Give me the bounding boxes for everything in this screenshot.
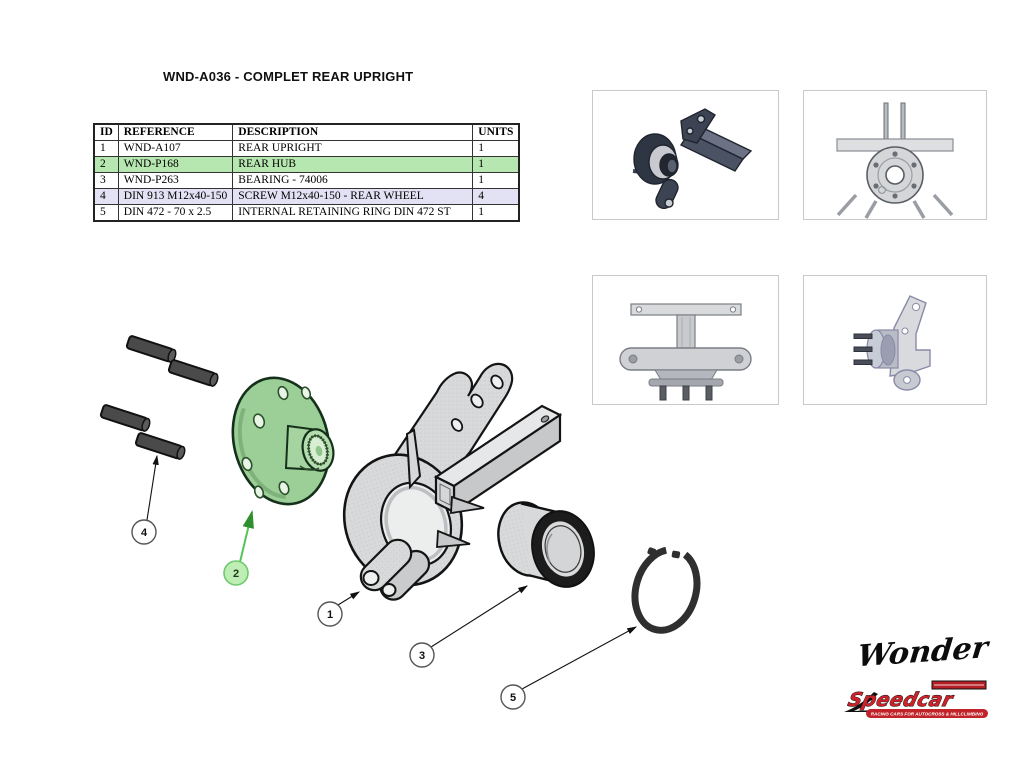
balloon-2: 2 xyxy=(223,560,249,586)
part-rear-hub xyxy=(231,376,335,506)
cell-reference: WND-P263 xyxy=(117,172,234,189)
leader-lines xyxy=(146,454,637,690)
bom-header-reference: REFERENCE xyxy=(117,123,234,141)
cell-units: 4 xyxy=(472,188,520,205)
leader-line-hub xyxy=(239,510,254,563)
cell-id: 1 xyxy=(93,140,119,157)
front-assembly-drawing xyxy=(619,303,752,401)
thumbnail-isometric-assembly-view xyxy=(592,90,779,220)
balloon-4: 4 xyxy=(131,519,157,545)
cell-id: 5 xyxy=(93,204,119,222)
hub-stud-holes xyxy=(241,385,312,499)
thumbnail-side-assembly-view xyxy=(803,275,987,405)
speedcar-logo: Speedcar RACING CARS FOR AUTOCROSS & HIL… xyxy=(844,680,988,718)
balloon-1-number: 1 xyxy=(327,609,333,621)
balloon-1: 1 xyxy=(317,601,343,627)
cell-id: 4 xyxy=(93,188,119,205)
assembly-side-sketch xyxy=(853,295,931,391)
wonder-logo-text: Wonder xyxy=(856,630,992,674)
cell-units: 1 xyxy=(472,172,520,189)
cell-description: INTERNAL RETAINING RING DIN 472 ST xyxy=(232,204,474,222)
speedcar-stripes xyxy=(931,680,987,690)
balloon-4-number: 4 xyxy=(141,527,148,539)
thumbnail-front-hub-view xyxy=(803,90,987,220)
cell-reference: DIN 913 M12x40-150 xyxy=(117,188,234,205)
assembly-front-sketch xyxy=(619,303,752,401)
balloon-5: 5 xyxy=(500,684,526,710)
speedcar-tagline-text: RACING CARS FOR AUTOCROSS & HILLCLIMBING xyxy=(871,712,984,717)
bom-header-row: ID REFERENCE DESCRIPTION UNITS xyxy=(93,123,520,141)
balloon-5-number: 5 xyxy=(510,692,516,704)
balloon-3-number: 3 xyxy=(419,650,425,662)
hub-front-sketch xyxy=(836,102,954,219)
table-row: 5 DIN 472 - 70 x 2.5 INTERNAL RETAINING … xyxy=(93,204,520,222)
isometric-assembly-drawing xyxy=(632,108,753,210)
table-row-highlighted: 2 WND-P168 REAR HUB 1 xyxy=(93,156,520,173)
front-hub-drawing xyxy=(836,102,954,219)
part-retaining-ring xyxy=(631,546,701,634)
cell-id: 3 xyxy=(93,172,119,189)
bom-header-description: DESCRIPTION xyxy=(232,123,474,141)
part-rear-upright xyxy=(342,362,563,601)
assembly-iso-sketch xyxy=(632,108,753,210)
cell-description: REAR HUB xyxy=(232,156,474,173)
cell-description: BEARING - 74006 xyxy=(232,172,474,189)
cell-reference: DIN 472 - 70 x 2.5 xyxy=(117,204,234,222)
cell-id: 2 xyxy=(93,156,119,173)
exploded-view: 1 2 3 4 5 xyxy=(99,335,701,710)
cell-reference: WND-P168 xyxy=(117,156,234,173)
balloon-3: 3 xyxy=(409,642,435,668)
page-title: WND-A036 - COMPLET REAR UPRIGHT xyxy=(163,69,414,84)
bom-header-id: ID xyxy=(93,123,119,141)
table-row: 3 WND-P263 BEARING - 74006 1 xyxy=(93,172,520,189)
table-row: 4 DIN 913 M12x40-150 SCREW M12x40-150 - … xyxy=(93,188,520,205)
part-bearing xyxy=(497,501,595,588)
cell-reference: WND-A107 xyxy=(117,140,234,157)
upright-arm-holes xyxy=(450,374,504,432)
bom-table: ID REFERENCE DESCRIPTION UNITS 1 WND-A10… xyxy=(93,123,521,222)
wonder-logo: Wonder xyxy=(856,630,992,674)
speedcar-swoosh xyxy=(844,692,900,712)
cell-description: REAR UPRIGHT xyxy=(232,140,474,157)
speedcar-tagline-bar xyxy=(866,709,988,718)
balloon-2-number: 2 xyxy=(233,568,239,580)
cell-units: 1 xyxy=(472,140,520,157)
cell-units: 1 xyxy=(472,156,520,173)
part-screws xyxy=(99,335,219,460)
cell-units: 1 xyxy=(472,204,520,222)
thumbnail-front-assembly-view xyxy=(592,275,779,405)
table-row: 1 WND-A107 REAR UPRIGHT 1 xyxy=(93,140,520,157)
side-assembly-drawing xyxy=(853,295,931,391)
cell-description: SCREW M12x40-150 - REAR WHEEL xyxy=(232,188,474,205)
bom-header-units: UNITS xyxy=(472,123,520,141)
speedcar-logo-text: Speedcar xyxy=(846,688,957,711)
